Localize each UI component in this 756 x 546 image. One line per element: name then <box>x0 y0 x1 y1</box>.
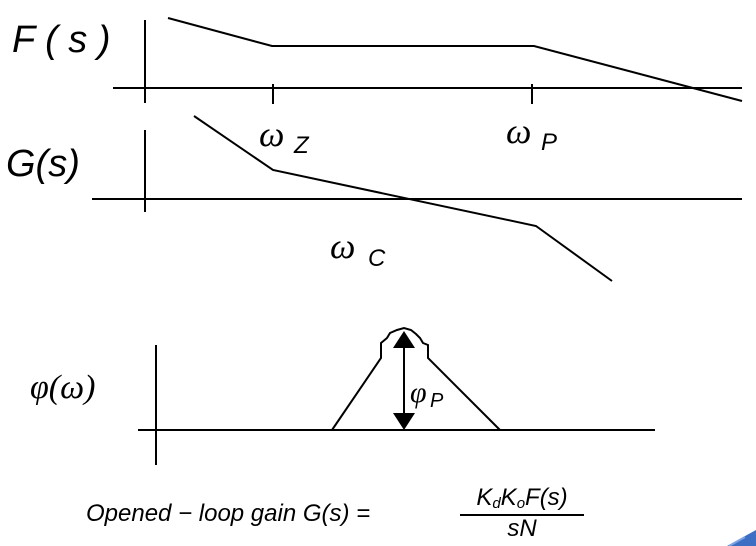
phi-p-arrowhead-bottom <box>393 413 415 430</box>
phi-p-arrowhead-top <box>393 331 415 348</box>
corner-accent-stroke <box>728 536 746 546</box>
open-loop-gain-formula: Opened − loop gain G(s) = KdKoF(s) sN <box>86 484 646 542</box>
omega-p-subscript: P <box>541 129 557 156</box>
f-of-s-label: F ( s ) <box>12 19 111 61</box>
formula-fraction: KdKoF(s) sN <box>456 484 588 542</box>
phase-curve <box>331 326 501 431</box>
phi-p-symbol: φ <box>410 376 427 409</box>
omega-z-symbol: ω <box>259 114 284 154</box>
phi-p-subscript: P <box>430 390 444 412</box>
formula-denominator: sN <box>507 515 537 542</box>
numerator-rest: F(s) <box>525 484 568 511</box>
f-magnitude-curve <box>167 17 743 102</box>
g-of-s-label: G(s) <box>6 143 80 185</box>
phi-of-omega-label: φ(ω) <box>30 369 95 406</box>
fraction-bar <box>460 514 584 516</box>
g-magnitude-curve <box>193 115 613 282</box>
numerator-k1: K <box>476 484 493 511</box>
omega-c-subscript: C <box>368 245 386 272</box>
omega-z-subscript: Z <box>293 132 310 159</box>
formula-numerator: KdKoF(s) <box>456 484 588 512</box>
formula-prefix: Opened − loop gain G(s) = <box>86 500 371 527</box>
numerator-k2: K <box>500 484 517 511</box>
numerator-k1-sub: d <box>492 495 501 512</box>
omega-p-symbol: ω <box>506 111 531 151</box>
omega-c-symbol: ω <box>330 226 355 266</box>
numerator-k2-sub: o <box>516 495 526 512</box>
